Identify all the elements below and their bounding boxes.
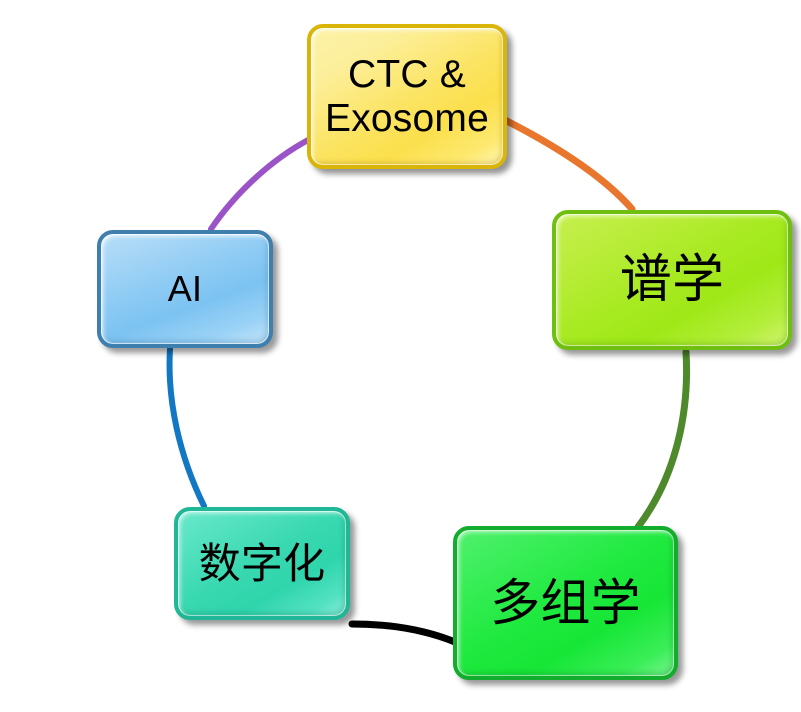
node-spectroscopy[interactable]: 谱学	[552, 210, 792, 350]
node-ctc-exosome[interactable]: CTC & Exosome	[307, 24, 507, 169]
node-ctc-exosome-surface	[307, 24, 507, 169]
node-multi-omics[interactable]: 多组学	[453, 526, 678, 680]
connector-omics-to-digital	[348, 620, 459, 646]
connector-ai-to-ctc	[208, 136, 313, 232]
connector-spec-to-omics	[634, 348, 691, 531]
node-ctc-exosome-label: CTC & Exosome	[325, 52, 489, 140]
node-ai-label: AI	[167, 267, 203, 309]
node-digitalization[interactable]: 数字化	[174, 507, 350, 620]
node-spectroscopy-surface	[552, 210, 792, 350]
node-spectroscopy-label: 谱学	[619, 249, 725, 310]
node-ai[interactable]: AI	[97, 230, 273, 348]
node-digitalization-label: 数字化	[198, 538, 326, 588]
node-multi-omics-surface	[453, 526, 678, 680]
connector-digital-to-ai	[166, 346, 207, 509]
node-multi-omics-label: 多组学	[490, 574, 641, 632]
node-digitalization-surface	[174, 507, 350, 620]
connector-ctc-to-spec	[501, 116, 636, 213]
